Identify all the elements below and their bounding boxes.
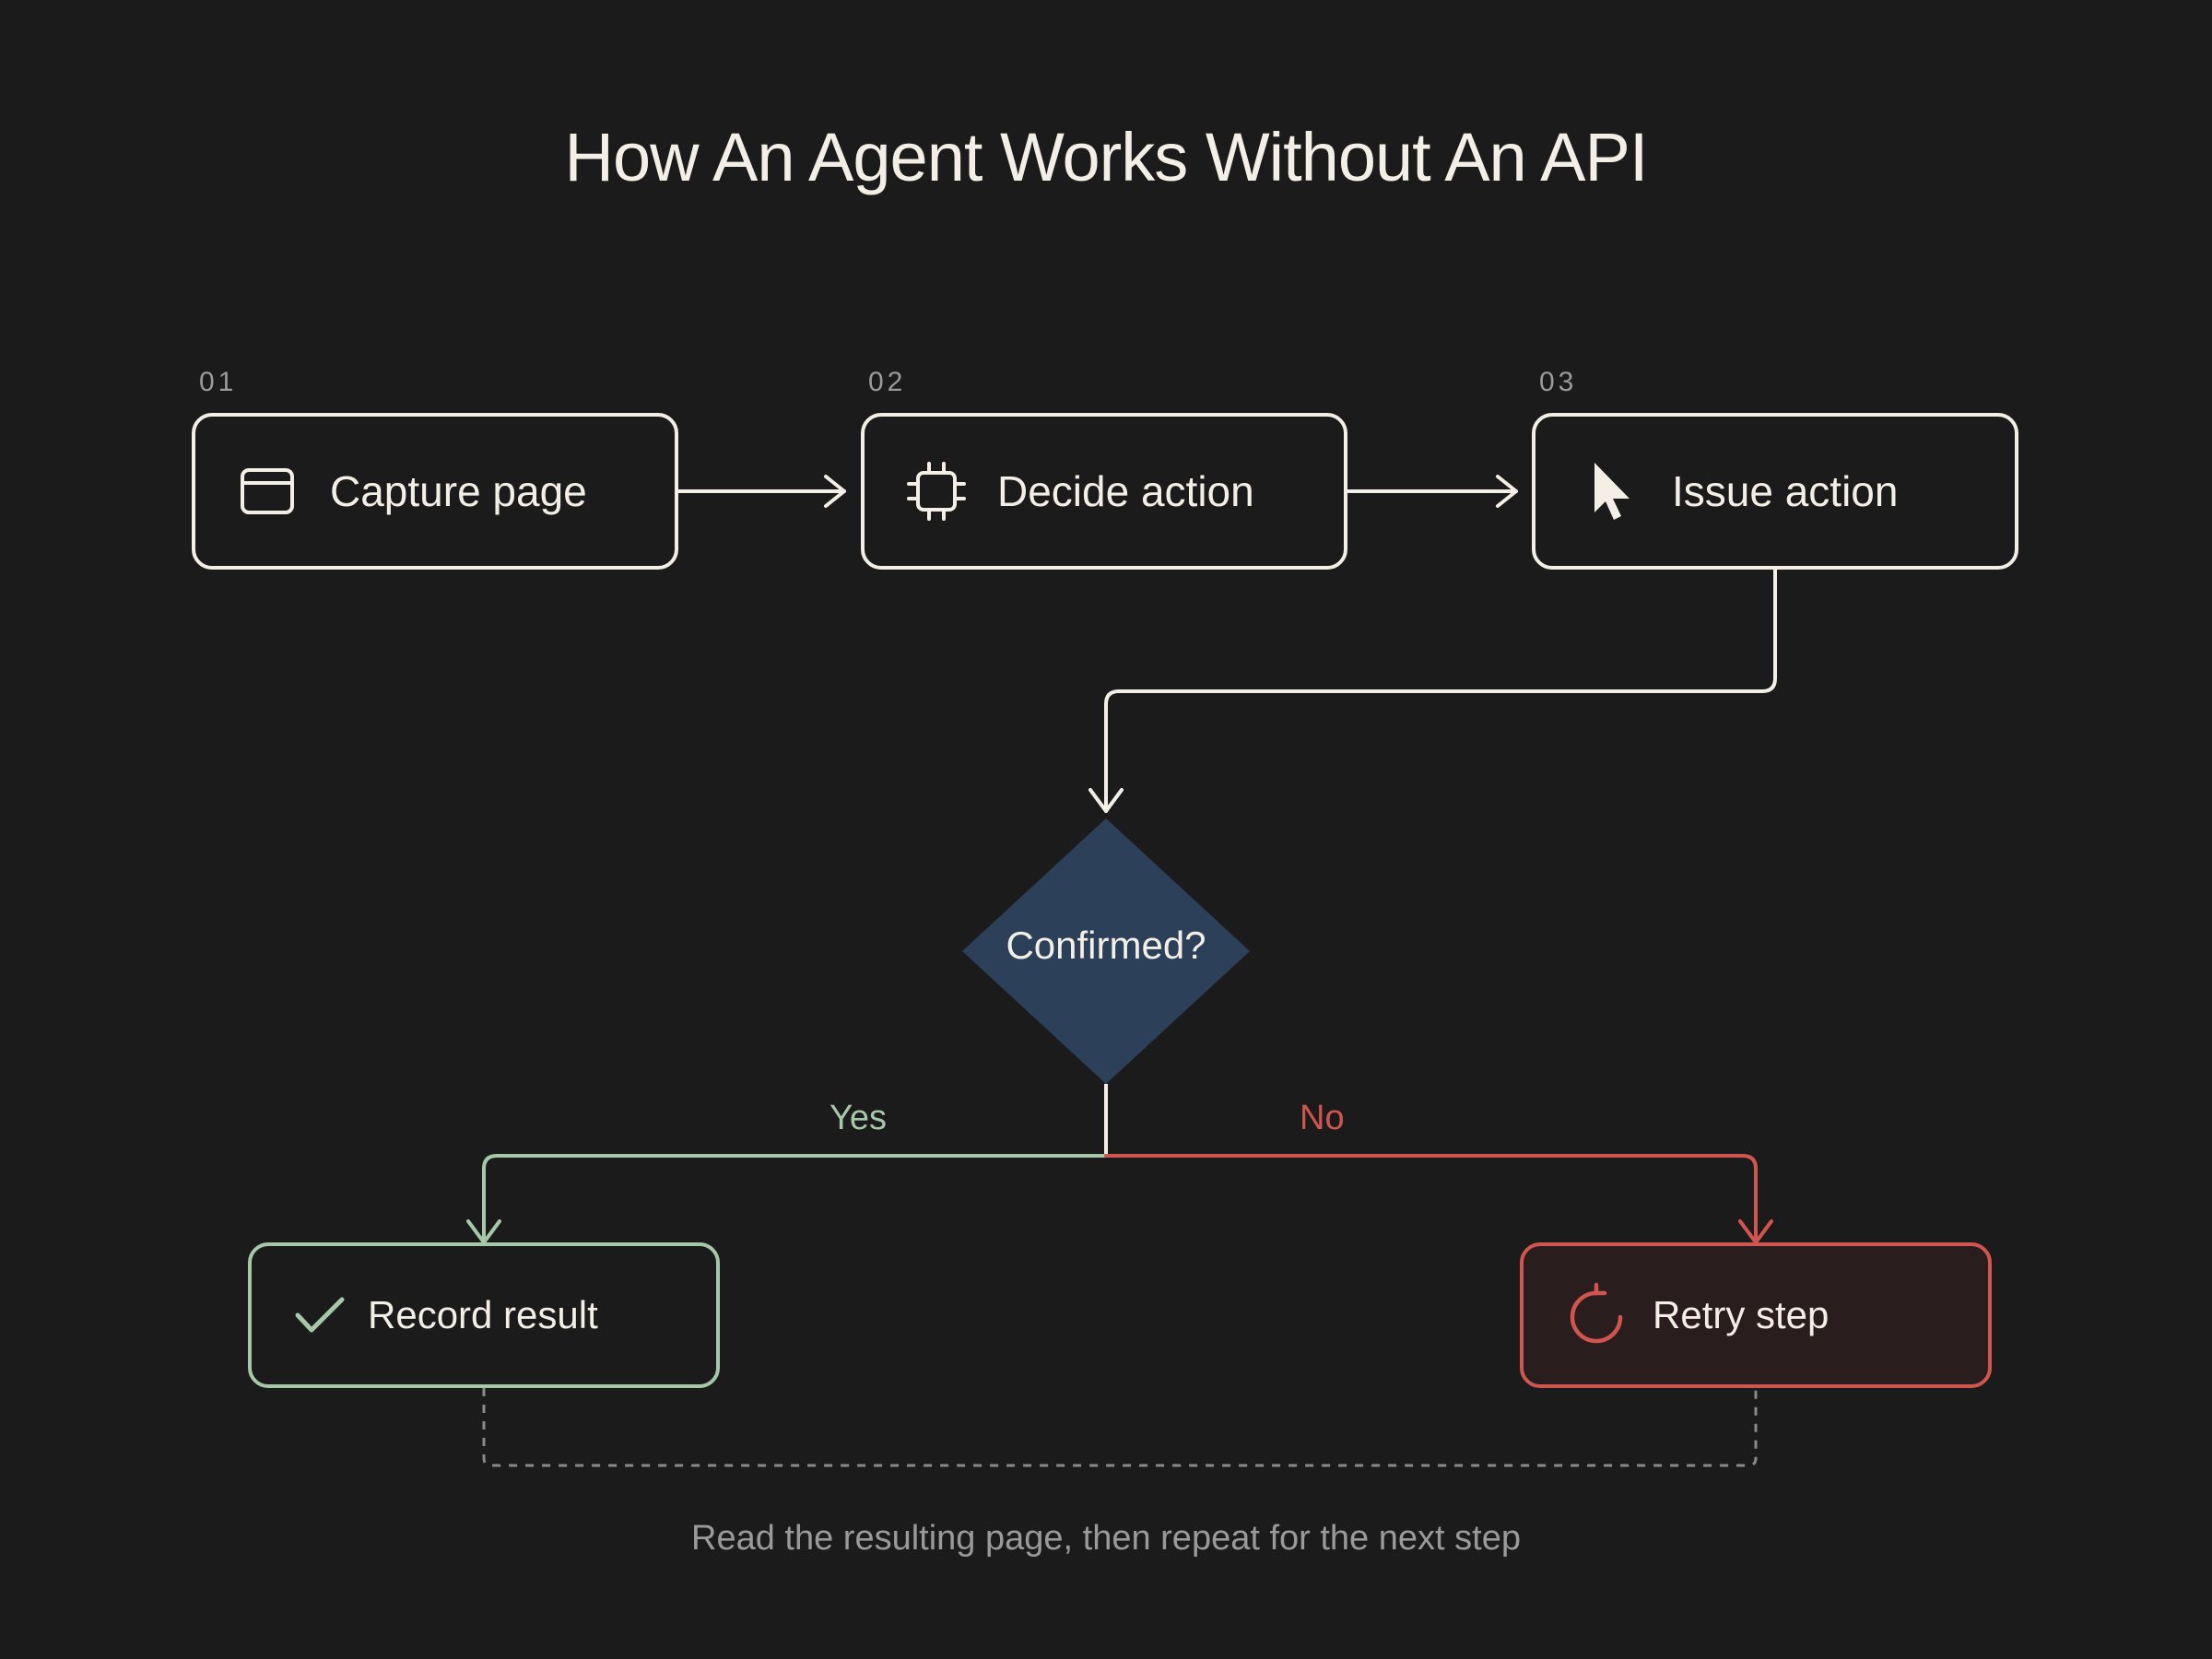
arrow-no-branch [1104,1154,1773,1244]
step-number-3: 03 [1539,367,1578,397]
outcome-record-result: Record result [248,1242,720,1388]
outcome-retry-step: Retry step [1520,1242,1992,1388]
branch-no-label: No [1300,1099,1345,1137]
outcome-label: Retry step [1653,1293,1830,1336]
arrow-step1-to-step2 [677,475,846,508]
cursor-icon [1589,459,1635,524]
arrow-step2-to-step3 [1346,475,1518,508]
loop-back-dashed-line [482,1388,1758,1467]
footer-caption: Read the resulting page, then repeat for… [691,1519,1521,1558]
step-label: Capture page [330,467,587,515]
step-number-1: 01 [199,367,238,397]
outcome-label: Record result [368,1293,598,1336]
diagram-title: How An Agent Works Without An API [564,119,1649,195]
chip-icon [903,458,970,524]
step-label: Decide action [997,467,1254,515]
branch-yes-label: Yes [830,1099,887,1137]
retry-icon [1568,1282,1625,1348]
step-issue-action: Issue action [1532,413,2018,570]
arrow-step3-to-decision [1088,568,1777,813]
step-capture-page: Capture page [192,413,678,570]
decision-label: Confirmed? [1006,924,1206,967]
browser-window-icon [240,467,295,515]
step-number-2: 02 [868,367,907,397]
arrow-yes-branch [466,1154,1108,1244]
step-decide-action: Decide action [861,413,1347,570]
check-icon [294,1295,346,1335]
step-label: Issue action [1672,467,1899,515]
decision-diamond [962,818,1250,1084]
